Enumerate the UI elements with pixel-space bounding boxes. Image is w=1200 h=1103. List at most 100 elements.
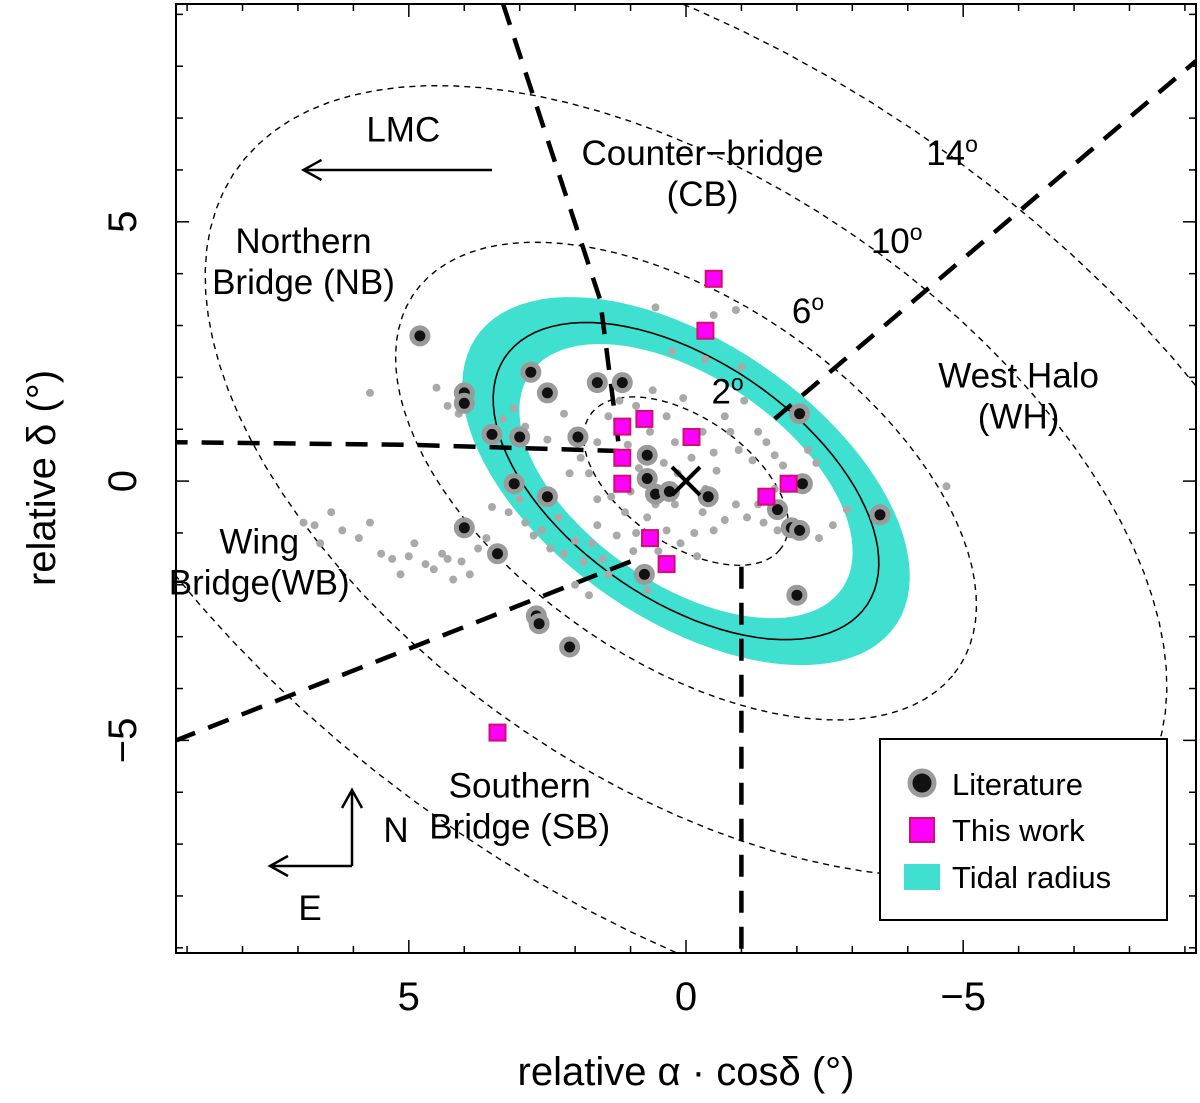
field-star-point <box>659 458 668 467</box>
field-star-point <box>593 495 602 504</box>
region-line-4 <box>773 59 1196 421</box>
field-star-point <box>310 521 319 530</box>
field-star-point <box>410 539 419 548</box>
legend-marker-literature <box>907 768 937 798</box>
literature-point <box>409 325 431 347</box>
field-star-point <box>804 446 812 454</box>
literature-point <box>528 613 550 635</box>
field-star-point <box>571 536 580 545</box>
this-work-point <box>757 487 776 506</box>
plot-area <box>176 4 1196 953</box>
field-star-point <box>698 508 707 517</box>
legend-marker-this-work <box>909 817 935 843</box>
field-star-point <box>443 401 452 410</box>
x-tick-label: −5 <box>940 975 986 1019</box>
field-star-point <box>670 438 679 447</box>
region-line-1 <box>176 439 620 454</box>
data-points <box>299 269 951 742</box>
contour-label-1: 6o <box>792 289 824 331</box>
literature-point <box>503 473 525 495</box>
field-star-point <box>770 451 779 460</box>
literature-point <box>789 403 811 425</box>
literature-point <box>559 636 581 658</box>
field-star-point <box>632 401 641 410</box>
this-work-point <box>704 269 723 288</box>
field-star-point <box>709 526 718 535</box>
y-tick-label: −5 <box>101 718 145 764</box>
y-tick-label: 0 <box>101 470 145 492</box>
contour-label-0: 2o <box>711 369 743 411</box>
field-star-point <box>465 570 474 579</box>
field-star-point <box>607 492 616 501</box>
field-star-point <box>543 435 552 444</box>
field-star-point <box>571 580 580 589</box>
legend-label-this-work: This work <box>952 813 1085 848</box>
field-star-point <box>754 427 763 436</box>
contour-label-2: 10o <box>871 219 923 261</box>
region-line-2 <box>176 559 632 743</box>
field-star-point <box>443 554 452 563</box>
compass-east-label: E <box>298 889 321 928</box>
literature-point <box>789 519 811 541</box>
field-star-point <box>712 466 721 475</box>
field-star-point <box>565 469 574 478</box>
field-star-point <box>687 453 696 462</box>
field-star-point <box>812 458 821 467</box>
field-star-point <box>521 518 530 527</box>
field-star-point <box>654 547 663 556</box>
field-star-point <box>676 539 685 548</box>
field-star-point <box>737 363 746 371</box>
field-star-point <box>560 409 568 418</box>
field-star-point <box>828 521 837 530</box>
this-work-point <box>641 529 659 548</box>
literature-point <box>453 392 475 414</box>
literature-point <box>487 543 508 565</box>
field-star-point <box>482 534 491 543</box>
this-work-point <box>657 555 676 574</box>
literature-point <box>786 584 808 606</box>
literature-point <box>536 382 558 404</box>
field-star-point <box>388 554 397 563</box>
tidal-radius-band <box>462 297 910 666</box>
field-star-point <box>942 482 951 491</box>
field-star-point <box>560 549 568 558</box>
this-work-point <box>635 409 654 428</box>
field-star-point <box>429 565 438 574</box>
literature-point <box>567 426 589 448</box>
this-work-point <box>613 474 632 493</box>
field-star-point <box>720 412 729 421</box>
field-star-point <box>327 508 336 517</box>
contour-ellipse-0 <box>582 396 790 567</box>
compass-north-label: N <box>383 811 408 850</box>
tidal-radius-band <box>462 297 910 666</box>
field-star-point <box>693 552 702 561</box>
this-work-point <box>613 448 632 467</box>
field-star-point <box>537 526 546 535</box>
field-star-point <box>585 469 593 478</box>
field-star-point <box>709 311 718 320</box>
contour-ellipse-1 <box>394 241 978 721</box>
field-star-point <box>643 513 652 522</box>
field-star-point <box>585 591 593 600</box>
field-star-point <box>731 500 740 509</box>
region-label-0: Counter−bridge(CB) <box>581 134 823 214</box>
field-star-point <box>731 306 740 314</box>
field-star-point <box>773 526 782 535</box>
field-star-point <box>377 549 386 558</box>
field-star-point <box>316 539 325 548</box>
field-star-point <box>629 547 638 556</box>
field-star-point <box>593 521 602 530</box>
field-star-point <box>734 446 743 454</box>
field-star-point <box>615 396 624 405</box>
lmc-label: LMC <box>366 110 440 149</box>
field-star-point <box>338 526 347 535</box>
tidal-radius-line <box>492 321 880 641</box>
literature-point <box>611 372 633 394</box>
field-star-point <box>604 412 613 421</box>
field-star-point <box>554 513 563 522</box>
field-star-point <box>748 456 757 465</box>
literature-point <box>453 517 475 539</box>
